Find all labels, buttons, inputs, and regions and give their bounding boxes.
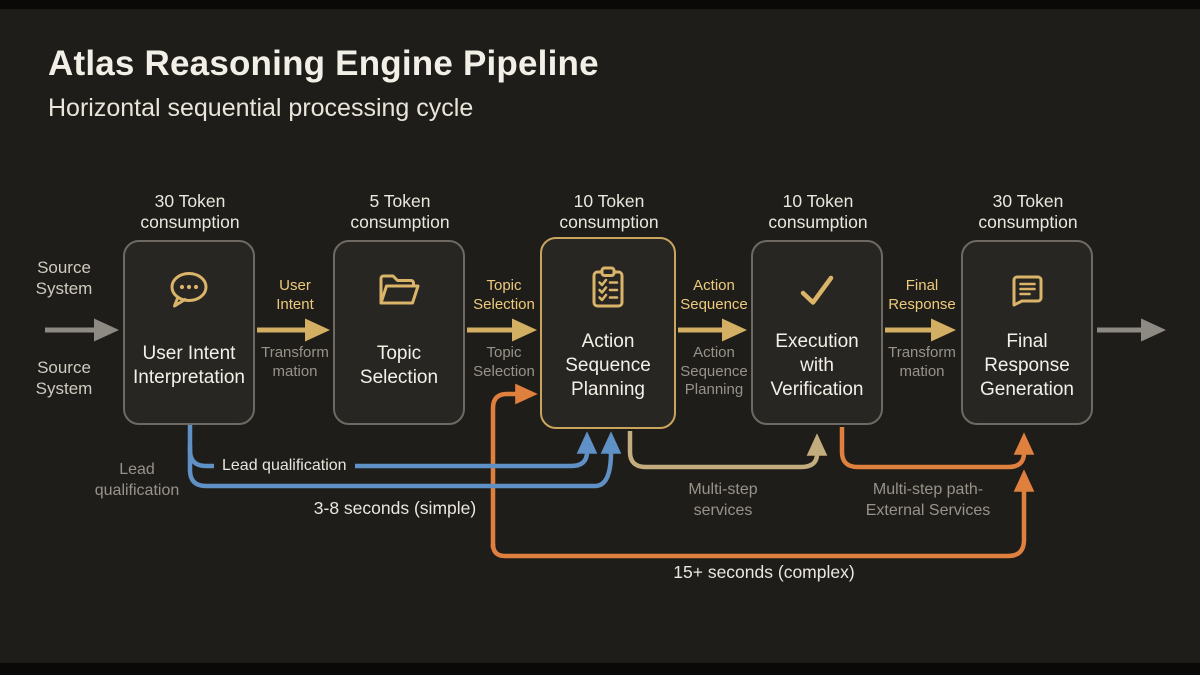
complex-time-label: 15+ seconds (complex) xyxy=(673,562,855,582)
chat-message-icon xyxy=(1012,275,1043,307)
token-label-stage3: 10 Token consumption xyxy=(559,191,659,232)
stage-box-execution-with-verification: Execution with Verification xyxy=(751,240,883,425)
stage-name: Topic Selection xyxy=(359,342,439,388)
source-system-label-bottom: Source System xyxy=(35,358,93,398)
stage-name: Execution with Verification xyxy=(770,330,864,400)
lead-qualification-inline-label: Lead qualification xyxy=(214,456,355,476)
transition3-output-label: Action Sequence xyxy=(680,277,748,313)
top-letterbox-bar xyxy=(0,0,1200,9)
transition1-process-label: Transform mation xyxy=(261,344,329,380)
stage-box-topic-selection: Topic Selection xyxy=(333,240,465,425)
multi-step-services-line xyxy=(627,431,828,470)
chat-bubble-dots-icon xyxy=(170,272,208,308)
stage-box-final-response-generation: Final Response Generation xyxy=(961,240,1093,425)
stage-name: User Intent Interpretation xyxy=(133,342,245,388)
token-label-stage1: 30 Token consumption xyxy=(140,191,240,232)
open-folder-icon xyxy=(379,274,420,305)
page-title: Atlas Reasoning Engine Pipeline xyxy=(48,44,599,83)
stage-box-action-sequence-planning: Action Sequence Planning xyxy=(540,237,676,429)
page-subtitle: Horizontal sequential processing cycle xyxy=(48,94,474,122)
lead-qualification-line-outer xyxy=(187,431,622,489)
transition2-output-label: Topic Selection xyxy=(473,277,535,313)
transition4-process-label: Transform mation xyxy=(888,344,956,380)
transition2-process-label: Topic Selection xyxy=(473,344,535,380)
transition4-output-label: Final Response xyxy=(888,277,956,313)
transition1-output-label: User Intent xyxy=(276,277,314,313)
token-label-stage4: 10 Token consumption xyxy=(768,191,868,232)
stage-name: Final Response Generation xyxy=(979,330,1074,400)
transition3-process-label: Action Sequence Planning xyxy=(680,344,748,398)
stage-box-user-intent-interpretation: User Intent Interpretation xyxy=(123,240,255,425)
token-label-stage2: 5 Token consumption xyxy=(350,191,450,232)
multi-step-path-line xyxy=(839,427,1035,470)
checkmark-icon xyxy=(800,275,834,305)
lead-qualification-side-label: Lead qualification xyxy=(94,461,180,499)
multi-step-path-label: Multi-step path- External Services xyxy=(865,481,991,519)
multi-step-services-label: Multi-step services xyxy=(688,481,758,519)
simple-time-label: 3-8 seconds (simple) xyxy=(313,498,477,518)
stage-name: Action Sequence Planning xyxy=(565,331,651,400)
source-system-label-top: Source System xyxy=(35,258,93,298)
complex-loop-into-stage3-line xyxy=(490,383,538,548)
bottom-letterbox-bar xyxy=(0,663,1200,675)
complex-loop-bottom-line xyxy=(490,469,1035,559)
token-label-stage5: 30 Token consumption xyxy=(978,191,1078,232)
clipboard-checklist-icon xyxy=(592,266,624,308)
